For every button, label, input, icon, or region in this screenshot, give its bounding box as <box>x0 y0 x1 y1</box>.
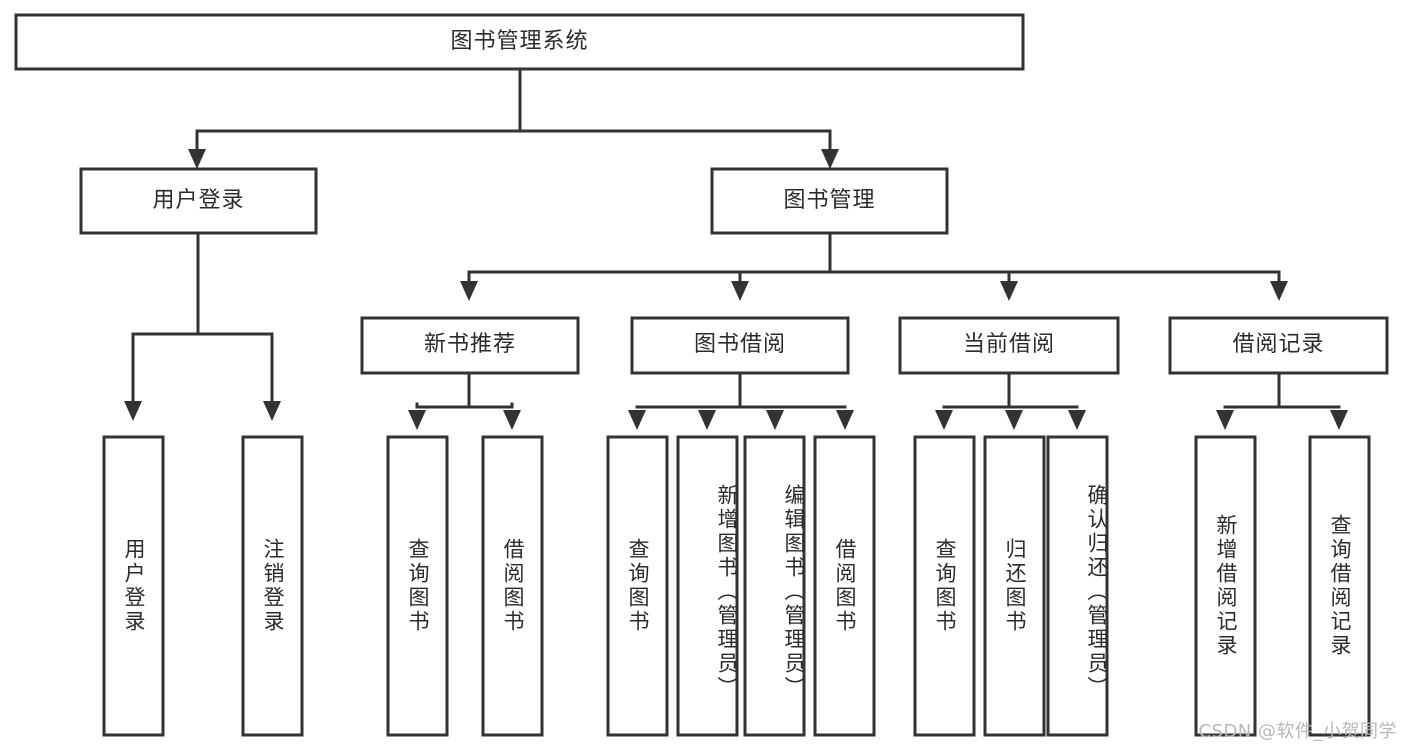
node-box-leaf-query-book-recommend[interactable] <box>386 435 449 737</box>
connector-newbook-to-leaves <box>408 371 521 430</box>
connector-bookmanagement-to-level2 <box>460 231 1288 301</box>
node-box-leaf-logout-login[interactable] <box>241 435 304 737</box>
node-box-leaf-confirm-return-admin[interactable] <box>1046 435 1109 737</box>
node-box-book-borrow[interactable] <box>630 316 850 375</box>
node-box-leaf-user-login[interactable] <box>102 435 165 737</box>
connector-root-to-level1 <box>188 67 839 169</box>
node-box-user-login[interactable] <box>79 167 318 235</box>
node-box-leaf-borrow-book-recommend[interactable] <box>481 435 544 737</box>
node-box-leaf-add-book-admin[interactable] <box>676 435 739 737</box>
node-box-leaf-add-borrow-record[interactable] <box>1194 435 1257 737</box>
connector-bookborrow-to-leaves <box>628 371 854 430</box>
node-box-leaf-query-book-current[interactable] <box>913 435 976 737</box>
node-box-leaf-return-book[interactable] <box>983 435 1046 737</box>
node-box-leaf-query-borrow-record[interactable] <box>1308 435 1371 737</box>
node-box-root[interactable] <box>14 13 1025 71</box>
node-box-new-book-recommend[interactable] <box>360 316 580 375</box>
csdn-watermark: CSDN @软件_小贺同学 <box>1198 721 1397 742</box>
connector-borrowrecord-to-leaves <box>1216 371 1348 430</box>
node-box-leaf-query-book-borrow[interactable] <box>606 435 669 737</box>
node-box-leaf-edit-book-admin[interactable] <box>743 435 806 737</box>
connector-userlogin-to-leaves <box>124 231 281 421</box>
node-box-book-management[interactable] <box>710 167 949 235</box>
node-box-leaf-borrow-book[interactable] <box>813 435 876 737</box>
node-box-borrow-record[interactable] <box>1168 316 1389 375</box>
node-box-current-borrow[interactable] <box>898 316 1120 375</box>
connector-currentborrow-to-leaves <box>935 371 1086 430</box>
